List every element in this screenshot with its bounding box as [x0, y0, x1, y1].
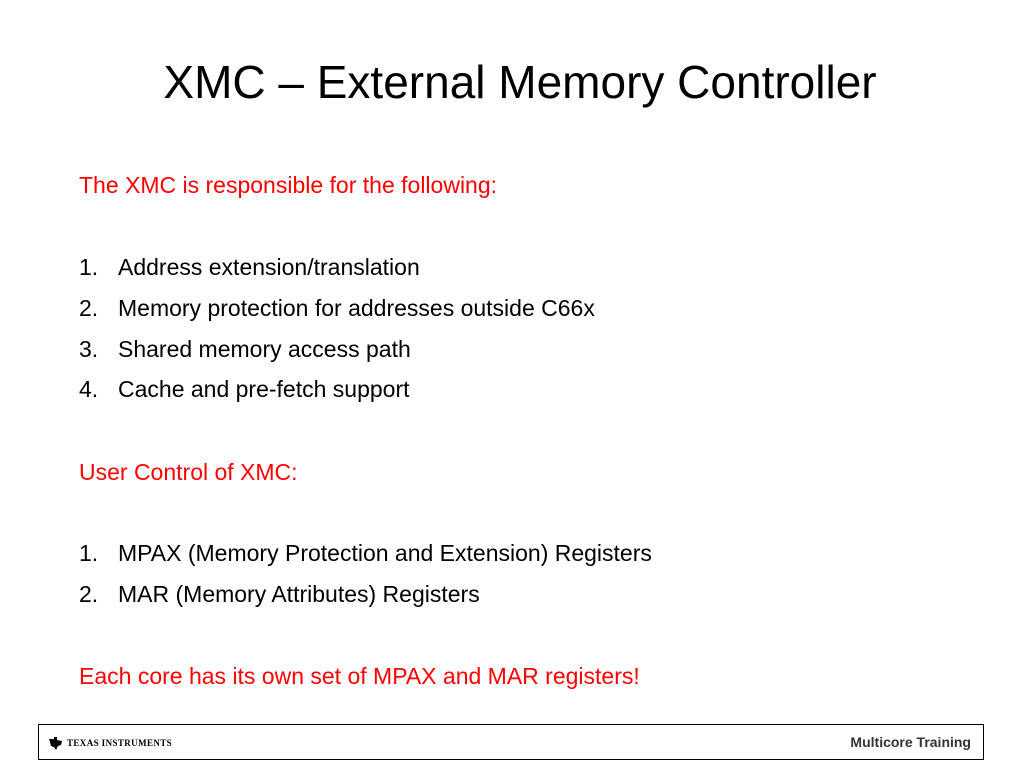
ti-logo: Texas Instruments	[48, 735, 172, 751]
footer-bar: Texas Instruments Multicore Training	[38, 724, 984, 760]
list-number: 3.	[79, 336, 99, 362]
ti-state-icon	[48, 736, 63, 751]
list-text: Cache and pre-fetch support	[118, 376, 410, 402]
list-number: 4.	[79, 376, 99, 402]
list-number: 2.	[79, 581, 99, 607]
list-text: Shared memory access path	[118, 336, 411, 362]
slide-title: XMC – External Memory Controller	[163, 56, 877, 108]
ti-logo-text: Texas Instruments	[67, 738, 173, 748]
list-text: MPAX (Memory Protection and Extension) R…	[118, 540, 652, 566]
list-number: 2.	[79, 295, 99, 321]
control-heading: User Control of XMC:	[79, 459, 298, 485]
list-text: Memory protection for addresses outside …	[118, 295, 595, 321]
intro-heading: The XMC is responsible for the following…	[79, 172, 498, 198]
list-number: 1.	[79, 254, 99, 280]
footer-label: Multicore Training	[850, 734, 971, 750]
closing-note: Each core has its own set of MPAX and MA…	[79, 663, 640, 689]
list-number: 1.	[79, 540, 99, 566]
list-text: Address extension/translation	[118, 254, 420, 280]
list-text: MAR (Memory Attributes) Registers	[118, 581, 480, 607]
